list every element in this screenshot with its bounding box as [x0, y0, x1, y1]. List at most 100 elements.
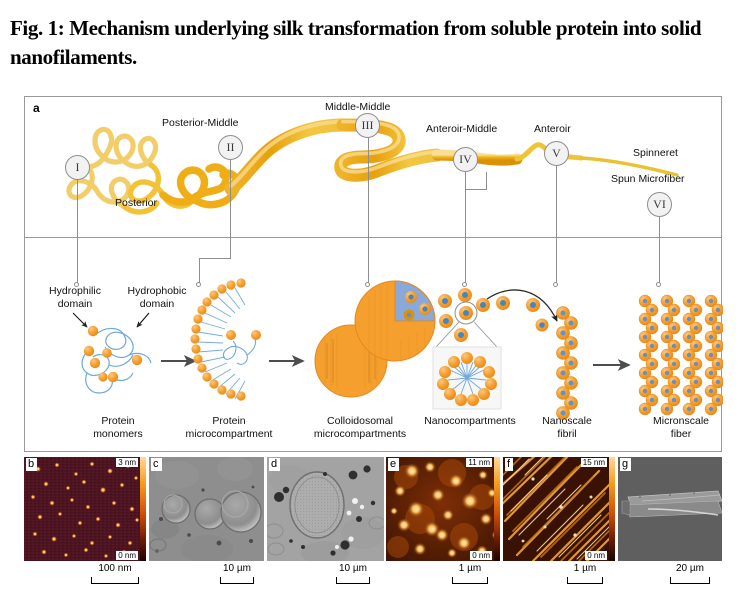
- colorbar-b: [140, 457, 146, 561]
- connector-II-vert1: [230, 160, 231, 258]
- micrograph-d-image: [267, 457, 384, 561]
- scalebar-f-line: [567, 577, 603, 584]
- connector-I: [77, 180, 78, 284]
- scalebar-d-label: 10 µm: [339, 563, 367, 574]
- connector-III: [368, 138, 369, 284]
- stage-4-line2: fibril: [557, 428, 577, 440]
- micrograph-e-image: [386, 457, 500, 561]
- micrograph-e-top-scale: 11 nm: [466, 458, 492, 467]
- stage-caption-colloidosomal-microcompartments: Colloidosomal microcompartments: [297, 415, 423, 441]
- annotation-hydrophobic-line1: Hydrophobic: [127, 285, 187, 297]
- scalebar-b-line: [91, 577, 139, 584]
- stage-1-line2: microcompartment: [185, 428, 273, 440]
- annotation-hydrophilic-line2: domain: [57, 298, 93, 310]
- connector-III-endpoint: [365, 282, 370, 287]
- micrograph-e-bottom-scale: 0 nm: [470, 551, 492, 560]
- connector-VI: [659, 217, 660, 284]
- micrograph-d[interactable]: d: [267, 457, 384, 561]
- stage-0-line2: monomers: [93, 428, 143, 440]
- annotation-hydrophobic: Hydrophobic domain: [111, 285, 203, 311]
- panel-a-letter: a: [33, 101, 40, 115]
- label-middle-middle: Middle-Middle: [325, 101, 391, 113]
- micrograph-e[interactable]: e 11 nm 0 nm: [386, 457, 500, 561]
- label-anterior-middle: Anteroir-Middle: [426, 123, 498, 135]
- connector-II-vert2: [199, 258, 200, 284]
- stage-2-line2: microcompartments: [313, 428, 407, 440]
- label-spinneret: Spinneret: [633, 147, 678, 159]
- stage-caption-micronscale-fiber: Micronscale fiber: [637, 415, 725, 441]
- micrograph-g[interactable]: g: [618, 457, 722, 561]
- annotation-hydrophilic: Hydrophilic domain: [31, 285, 119, 311]
- connector-IV-horz: [465, 189, 487, 190]
- connector-IV-vert2: [486, 172, 487, 190]
- schematic-frame: a: [24, 96, 723, 452]
- micrograph-b-top-scale: 3 nm: [116, 458, 138, 467]
- scalebar-f-label: 1 µm: [573, 563, 597, 574]
- scalebar-e-line: [452, 577, 488, 584]
- micrograph-f-top-scale: 15 nm: [580, 458, 607, 467]
- marker-II[interactable]: II: [218, 135, 243, 160]
- scalebar-e-label: 1 µm: [458, 563, 482, 574]
- connector-II-horz: [199, 258, 231, 259]
- micrograph-f-letter: f: [505, 458, 514, 471]
- micrograph-f-image: [503, 457, 615, 561]
- micrograph-c-letter: c: [151, 458, 162, 471]
- label-posterior: Posterior: [115, 197, 158, 209]
- stage-5-line2: fiber: [670, 428, 692, 440]
- micrograph-b[interactable]: b 3 nm 0 nm: [24, 457, 146, 561]
- scalebar-e: 1 µm: [425, 563, 515, 584]
- stage-caption-nanocompartments: Nanocompartments: [414, 415, 526, 428]
- connector-V-endpoint: [553, 282, 558, 287]
- micrograph-b-image: [24, 457, 146, 561]
- connector-IV-vert1: [465, 172, 466, 284]
- micrograph-b-bottom-scale: 0 nm: [116, 551, 138, 560]
- connector-I-endpoint: [74, 282, 79, 287]
- scalebar-g-line: [670, 577, 710, 584]
- colorbar-e: [494, 457, 500, 561]
- micrograph-f-bottom-scale: 0 nm: [585, 551, 607, 560]
- micrograph-b-letter: b: [26, 458, 38, 471]
- stage-caption-protein-monomers: Protein monomers: [73, 415, 163, 441]
- micrograph-c-image: [149, 457, 264, 561]
- stage-4-line1: Nanoscale: [542, 415, 592, 427]
- marker-V[interactable]: V: [544, 141, 569, 166]
- marker-III[interactable]: III: [355, 113, 380, 138]
- connector-II-endpoint: [196, 282, 201, 287]
- connector-V: [556, 166, 557, 284]
- micrograph-d-letter: d: [269, 458, 281, 471]
- scalebar-c-label: 10 µm: [223, 563, 251, 574]
- connector-VI-endpoint: [656, 282, 661, 287]
- micrograph-row: b 3 nm 0 nm: [24, 457, 722, 561]
- stage-3-line1: Nanocompartments: [424, 415, 516, 427]
- figure-title: Fig. 1: Mechanism underlying silk transf…: [10, 16, 702, 69]
- micrograph-c[interactable]: c: [149, 457, 264, 561]
- micrograph-e-letter: e: [388, 458, 400, 471]
- colorbar-f: [609, 457, 615, 561]
- stage-caption-nanoscale-fibril: Nanoscale fibril: [525, 415, 609, 441]
- micrograph-g-image: [618, 457, 722, 561]
- panel-a: a: [25, 97, 721, 238]
- label-posterior-middle: Posterior-Middle: [162, 117, 239, 129]
- micrograph-f[interactable]: f 15 nm 0 nm: [503, 457, 615, 561]
- stage-2-line1: Colloidosomal: [327, 415, 393, 427]
- scalebar-g: 20 µm: [645, 563, 735, 584]
- stage-1-line1: Protein: [212, 415, 246, 427]
- annotation-hydrophobic-line2: domain: [139, 298, 175, 310]
- micrograph-g-letter: g: [620, 458, 632, 471]
- scalebar-b-label: 100 nm: [98, 563, 132, 574]
- mechanism-row: Hydrophilic domain Hydrophobic domain: [25, 243, 723, 452]
- connector-IV-endpoint: [462, 282, 467, 287]
- marker-IV[interactable]: IV: [453, 147, 478, 172]
- marker-VI[interactable]: VI: [647, 192, 672, 217]
- stage-0-line1: Protein: [101, 415, 135, 427]
- stage-caption-protein-microcompartment: Protein microcompartment: [167, 415, 291, 441]
- stage-5-line1: Micronscale: [652, 415, 710, 427]
- label-anterior: Anteroir: [534, 123, 571, 135]
- scalebar-g-label: 20 µm: [676, 563, 704, 574]
- scalebar-c: 10 µm: [192, 563, 282, 584]
- scalebar-d: 10 µm: [308, 563, 398, 584]
- annotation-hydrophilic-line1: Hydrophilic: [49, 285, 101, 297]
- mechanism-illustration: [72, 278, 723, 420]
- marker-I[interactable]: I: [65, 155, 90, 180]
- label-spun-microfiber: Spun Microfiber: [611, 173, 685, 185]
